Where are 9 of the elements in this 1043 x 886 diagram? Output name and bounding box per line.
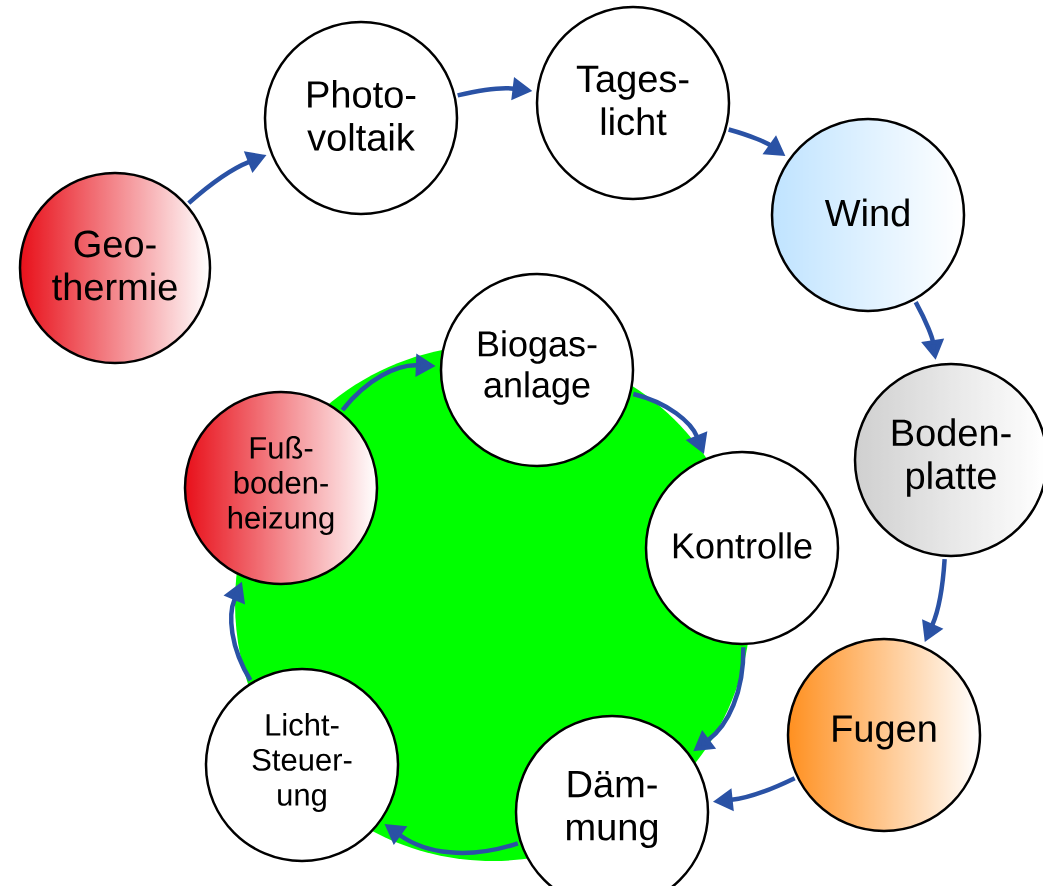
circle-node: Fuß- boden- heizung: [183, 390, 379, 586]
circle-node: Fugen: [786, 637, 982, 833]
circle-node: Licht- Steuer- ung: [204, 667, 400, 863]
circle-node: Wind: [770, 117, 966, 313]
circle-node: Kontrolle: [644, 450, 840, 646]
circle-node: Geo- thermie: [18, 171, 212, 365]
circle-node: Photo- voltaik: [263, 20, 459, 216]
circle-node: Tages- licht: [535, 5, 731, 201]
circle-node: Biogas- anlage: [439, 272, 635, 468]
